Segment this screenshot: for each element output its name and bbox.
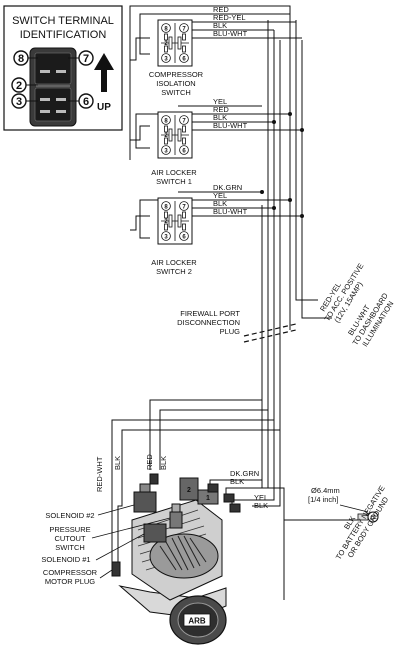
switch-2-caption: AIR LOCKER SWITCH 1 [151,168,197,186]
firewall-line-2: DISCONNECTION [177,318,240,327]
terminal-6-marker: 6 [68,93,94,109]
component-callouts: SOLENOID #2 PRESSURE CUTOUT SWITCH SOLEN… [41,504,171,586]
terminal-6-label: 6 [83,96,89,108]
pin-6-label: 6 [182,235,186,241]
pin-8-label: 8 [164,27,168,33]
pressure-line-3: SWITCH [55,543,85,552]
dk-grn-label: DK.GRN [230,469,259,478]
caption-line: AIR LOCKER [151,168,197,177]
terminal-7-label: 7 [83,53,89,65]
pressure-line-2: CUTOUT [54,534,86,543]
air-locker-switch-2: 8 7 2 3 6 [157,197,193,245]
switch-3-wire-labels: DK.GRN YEL BLK BLU-WHT [213,183,248,216]
yel-label: YEL [254,493,268,502]
wire-label: RED [213,105,229,114]
terminal-2-marker: 2 [11,77,38,93]
pin-6-label: 6 [182,57,186,63]
pin-7-label: 7 [182,119,186,125]
pin-2-label: 2 [164,219,168,225]
compressor-wire-labels: RED-WHT BLK RED BLK DK.GRN BLK YEL BLK [95,454,268,510]
solenoid-number: 2 [187,487,191,494]
wire-label: BLU-WHT [213,207,248,216]
caption-line: ISOLATION [156,79,195,88]
terminal-3-label: 3 [16,96,22,108]
ring-size-line-1: Ø6.4mm [311,486,340,495]
pin-2-label: 2 [164,41,168,47]
pin-8-label: 8 [164,119,168,125]
blk-1-label: BLK [230,477,244,486]
ground-line-1: TO BATTERY NEGATIVE [334,484,387,561]
pin-3-label: 3 [164,57,168,63]
red-wht-label: RED-WHT [95,456,104,492]
wire-label: BLU-WHT [213,121,248,130]
terminal-3-marker: 3 [11,93,38,109]
compressor-isolation-switch: 8 7 2 3 6 [157,19,193,67]
wire-label: BLU-WHT [213,29,248,38]
firewall-port-label: FIREWALL PORT DISCONNECTION PLUG [177,309,297,343]
wire-label: RED-YEL [213,13,246,22]
rocker-switch-icon [29,47,77,127]
valve-block: 2 1 [179,477,219,505]
caption-line: SWITCH [161,88,191,97]
terminal-8-marker: 8 [13,50,38,66]
pressure-switch-icon [169,503,183,529]
pin-3-label: 3 [164,149,168,155]
wire-label: BLK [213,113,227,122]
red-label: RED [145,454,154,470]
solenoid-1-icon [143,523,167,543]
legend-title-line2: IDENTIFICATION [20,29,107,41]
wire-label: RED [213,5,229,14]
ring-terminal-icon [357,511,379,523]
pin-2-label: 2 [164,133,168,139]
pressure-line-1: PRESSURE [49,525,90,534]
blk-2-label: BLK [254,501,268,510]
brand-label: ARB [188,617,206,626]
up-arrow-icon [94,53,114,92]
terminal-7-marker: 7 [68,50,94,66]
arb-logo: ARB [183,613,211,627]
motor-plug-line-2: MOTOR PLUG [45,577,95,586]
solenoid-1-label: SOLENOID #1 [41,555,90,564]
solenoid-2-label: SOLENOID #2 [45,511,94,520]
wire-label: BLK [213,199,227,208]
switch-2-wire-labels: YEL RED BLK BLU-WHT [213,97,248,130]
legend-title-line1: SWITCH TERMINAL [12,15,114,27]
wire-label: DK.GRN [213,183,242,192]
wire-label: YEL [213,97,227,106]
switch-3-caption: AIR LOCKER SWITCH 2 [151,258,197,276]
pin-6-label: 6 [182,149,186,155]
ring-terminal: Ø6.4mm [1/4 inch] [308,486,379,523]
switch-1-caption: COMPRESSOR ISOLATION SWITCH [149,70,204,97]
terminal-2-label: 2 [16,80,22,92]
blk-left-label: BLK [113,456,122,470]
caption-line: COMPRESSOR [149,70,204,79]
firewall-line-1: FIREWALL PORT [180,309,240,318]
pin-7-label: 7 [182,27,186,33]
wire-label: YEL [213,191,227,200]
terminal-8-label: 8 [18,53,24,65]
caption-line: SWITCH 1 [156,177,192,186]
ring-size-line-2: [1/4 inch] [308,495,338,504]
connector-icons [111,473,241,577]
blk-mid-label: BLK [159,456,168,470]
terminal-identification-legend: SWITCH TERMINAL IDENTIFICATION 8 7 2 [3,5,123,131]
pin-7-label: 7 [182,205,186,211]
solenoid-2-icon [133,483,157,513]
solenoid-number: 1 [206,495,210,502]
caption-line: AIR LOCKER [151,258,197,267]
pin-3-label: 3 [164,235,168,241]
pin-8-label: 8 [164,205,168,211]
air-locker-switch-1: 8 7 2 3 6 [157,111,193,159]
wire-label: BLK [213,21,227,30]
up-label: UP [97,102,111,113]
switch-1-wire-labels: RED RED-YEL BLK BLU-WHT [213,5,248,38]
compressor-illustration: ARB 2 1 [111,470,241,645]
firewall-line-3: PLUG [220,327,241,336]
motor-plug-line-1: COMPRESSOR [43,568,98,577]
caption-line: SWITCH 2 [156,267,192,276]
